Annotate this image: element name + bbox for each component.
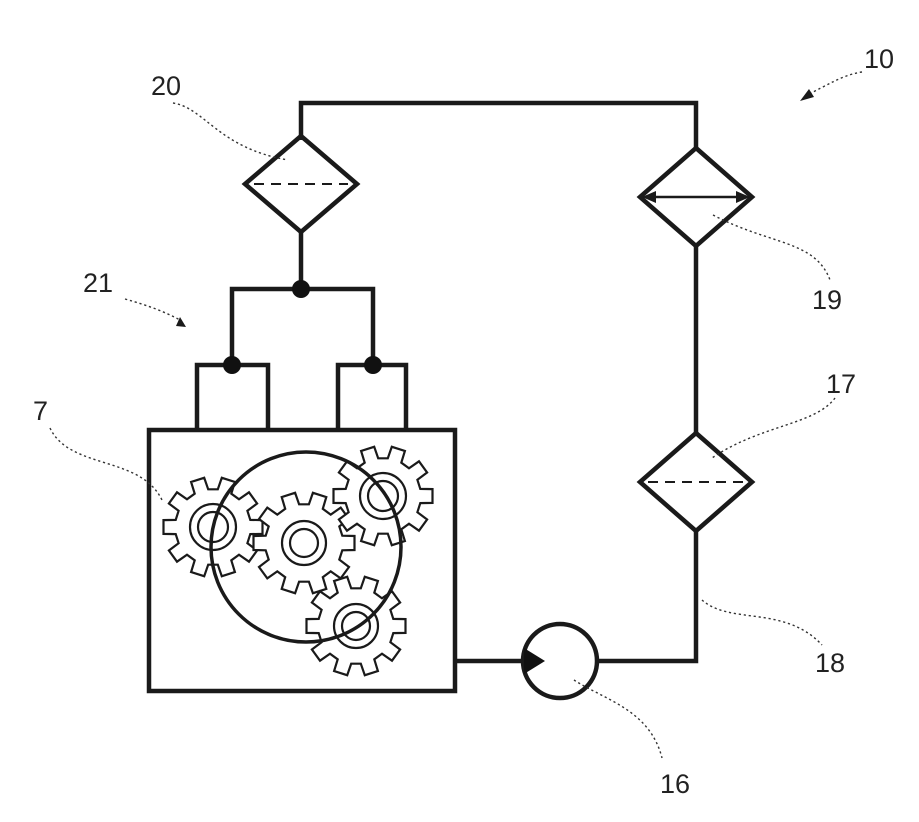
leader-18 — [702, 600, 822, 645]
distributor-branches — [232, 289, 373, 365]
junction-node-left — [223, 356, 241, 374]
gear-center-teeth — [254, 493, 355, 593]
filter-20 — [245, 136, 357, 232]
gear-center — [254, 493, 355, 593]
junction-node-top — [292, 280, 310, 298]
right-line-lower — [596, 530, 696, 661]
label-heat-exchanger-19: 19 — [812, 285, 842, 315]
leader-16 — [574, 680, 662, 758]
label-gearbox-7: 7 — [33, 396, 48, 426]
gearbox-7 — [149, 430, 455, 691]
label-filter-17: 17 — [826, 369, 856, 399]
junction-nodes — [223, 280, 382, 374]
leader-7 — [50, 428, 162, 500]
junction-node-right — [364, 356, 382, 374]
right-nozzle — [338, 365, 406, 430]
circuit-lines — [197, 103, 696, 661]
leader-20 — [173, 103, 288, 160]
top-return-line — [301, 103, 696, 150]
heat-exchanger-19 — [640, 148, 752, 246]
leader-21 — [125, 299, 180, 320]
label-distributor-21: 21 — [83, 268, 113, 298]
reference-labels: 10 20 21 19 17 7 18 16 — [33, 44, 894, 799]
leader-19 — [713, 215, 830, 280]
pump-16 — [523, 624, 597, 698]
leader-10-arrowhead — [800, 89, 814, 101]
pump-arrow — [524, 648, 545, 674]
filter-17 — [640, 433, 752, 531]
left-nozzle — [197, 365, 268, 430]
label-filter-20: 20 — [151, 71, 181, 101]
leader-10 — [805, 72, 862, 96]
label-system-10: 10 — [864, 44, 894, 74]
label-pump-16: 16 — [660, 769, 690, 799]
leader-17 — [712, 398, 835, 458]
label-line-18: 18 — [815, 648, 845, 678]
